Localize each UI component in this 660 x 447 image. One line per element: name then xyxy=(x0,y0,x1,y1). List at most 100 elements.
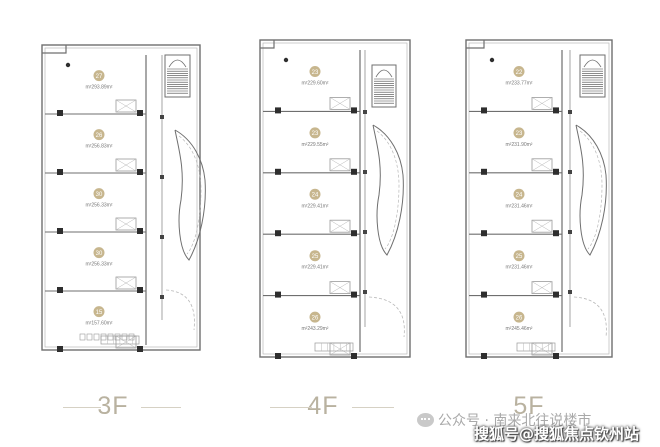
unit-area: m²231.46m² xyxy=(506,265,533,271)
atrium-void-outline xyxy=(174,129,206,261)
unit-area: m²256.83m² xyxy=(86,144,113,150)
structural-column xyxy=(568,290,572,294)
unit-number: 24 xyxy=(516,193,523,199)
outer-wall xyxy=(465,39,613,358)
floor-plan-5f: 22m²233.77m²23m²231.90m²24m²231.46m²25m²… xyxy=(465,39,613,359)
inner-wall-line xyxy=(262,42,408,355)
service-shaft xyxy=(329,97,351,110)
structural-column xyxy=(275,107,281,114)
label-rule-4f-left xyxy=(270,407,312,408)
restroom-fixtures-3f xyxy=(79,333,135,341)
structural-column xyxy=(275,230,281,237)
corner-notch xyxy=(42,45,67,54)
inner-wall-line xyxy=(44,47,198,348)
corner-notch xyxy=(260,40,275,49)
unit-number: 24 xyxy=(312,193,319,199)
floor-label-5f: 5F xyxy=(513,392,545,420)
structural-column xyxy=(553,107,559,114)
stair-curve xyxy=(583,59,602,68)
structural-column xyxy=(160,235,164,239)
unit-number-badge xyxy=(309,188,321,200)
floor-plan-3f: 27m²293.89m²26m²256.83m²30m²256.33m²30m²… xyxy=(41,44,206,352)
structural-column xyxy=(351,168,357,175)
unit-area: m²229.55m² xyxy=(302,142,329,148)
watermark-account: 公众号 · 南来北往说楼市 xyxy=(417,410,591,430)
structural-column xyxy=(137,287,143,293)
entry-marker xyxy=(489,57,495,63)
structural-column xyxy=(57,287,63,293)
service-shaft xyxy=(329,158,351,172)
toilet-fixture xyxy=(121,333,128,341)
toilet-fixture xyxy=(79,333,86,341)
floor-label-4f: 4F xyxy=(307,392,339,420)
structural-column xyxy=(160,175,164,179)
unit-number: 25 xyxy=(516,254,523,260)
unit-area: m²231.46m² xyxy=(506,203,533,209)
unit-number: 22 xyxy=(516,70,523,76)
toilet-fixture xyxy=(114,333,121,341)
toilet-fixture xyxy=(86,333,93,341)
stair-curve xyxy=(168,59,187,68)
wechat-icon xyxy=(417,413,434,427)
shaft-cross xyxy=(115,99,137,113)
service-shaft xyxy=(329,281,351,295)
unit-number-badge xyxy=(513,188,525,200)
structural-column xyxy=(275,291,281,298)
watermark-account-text: 公众号 · 南来北往说楼市 xyxy=(438,413,592,429)
structural-column xyxy=(553,353,559,359)
stair-outline xyxy=(579,54,606,98)
structural-column xyxy=(363,230,367,234)
entry-marker xyxy=(283,57,289,63)
unit-number: 23 xyxy=(516,131,523,137)
unit-area: m²231.90m² xyxy=(506,142,533,148)
watermark-site: 搜狐号@搜狐焦点钦州站 xyxy=(474,425,640,443)
structural-column xyxy=(137,346,143,352)
unit-area: m²229.41m² xyxy=(302,265,329,271)
unit-number-badge xyxy=(93,70,105,82)
structural-column xyxy=(481,230,487,237)
structural-column xyxy=(568,110,572,114)
unit-area: m²243.29m² xyxy=(302,326,329,332)
stair-curve xyxy=(375,69,393,78)
structural-column xyxy=(351,107,357,114)
corner-notch xyxy=(466,40,485,49)
service-shaft xyxy=(115,276,137,290)
unit-number: 26 xyxy=(516,315,523,321)
structural-column xyxy=(481,353,487,359)
shaft-cross xyxy=(531,97,553,110)
canopy-dash xyxy=(368,296,405,338)
unit-number-badge xyxy=(513,65,525,77)
structural-column xyxy=(160,295,164,299)
unit-number-badge xyxy=(309,311,321,323)
service-shaft xyxy=(531,281,553,295)
shaft-cross xyxy=(531,158,553,172)
structural-column xyxy=(351,230,357,237)
unit-area: m²256.33m² xyxy=(86,203,113,209)
structural-column xyxy=(553,230,559,237)
canopy-dash xyxy=(165,289,195,331)
structural-column xyxy=(160,115,164,119)
unit-number: 23 xyxy=(312,70,319,76)
structural-column xyxy=(137,110,143,116)
unit-number-badge xyxy=(93,188,105,200)
stair-core xyxy=(164,54,191,98)
shaft-cross xyxy=(115,158,137,172)
unit-number: 27 xyxy=(96,74,103,80)
structural-column xyxy=(553,291,559,298)
structural-column xyxy=(57,228,63,234)
structural-column xyxy=(481,291,487,298)
unit-number: 30 xyxy=(96,251,103,257)
structural-column xyxy=(363,290,367,294)
unit-number-badge xyxy=(309,250,321,262)
unit-area: m²229.41m² xyxy=(302,203,329,209)
label-rule-3f-left xyxy=(63,407,101,408)
unit-number-badge xyxy=(93,129,105,141)
label-rule-3f-right xyxy=(141,407,181,408)
service-shaft xyxy=(531,97,553,110)
toilet-fixture xyxy=(107,333,114,341)
structural-column xyxy=(568,170,572,174)
floor-label-3f: 3F xyxy=(97,392,129,420)
stair-core xyxy=(579,54,606,98)
service-shaft xyxy=(531,158,553,172)
